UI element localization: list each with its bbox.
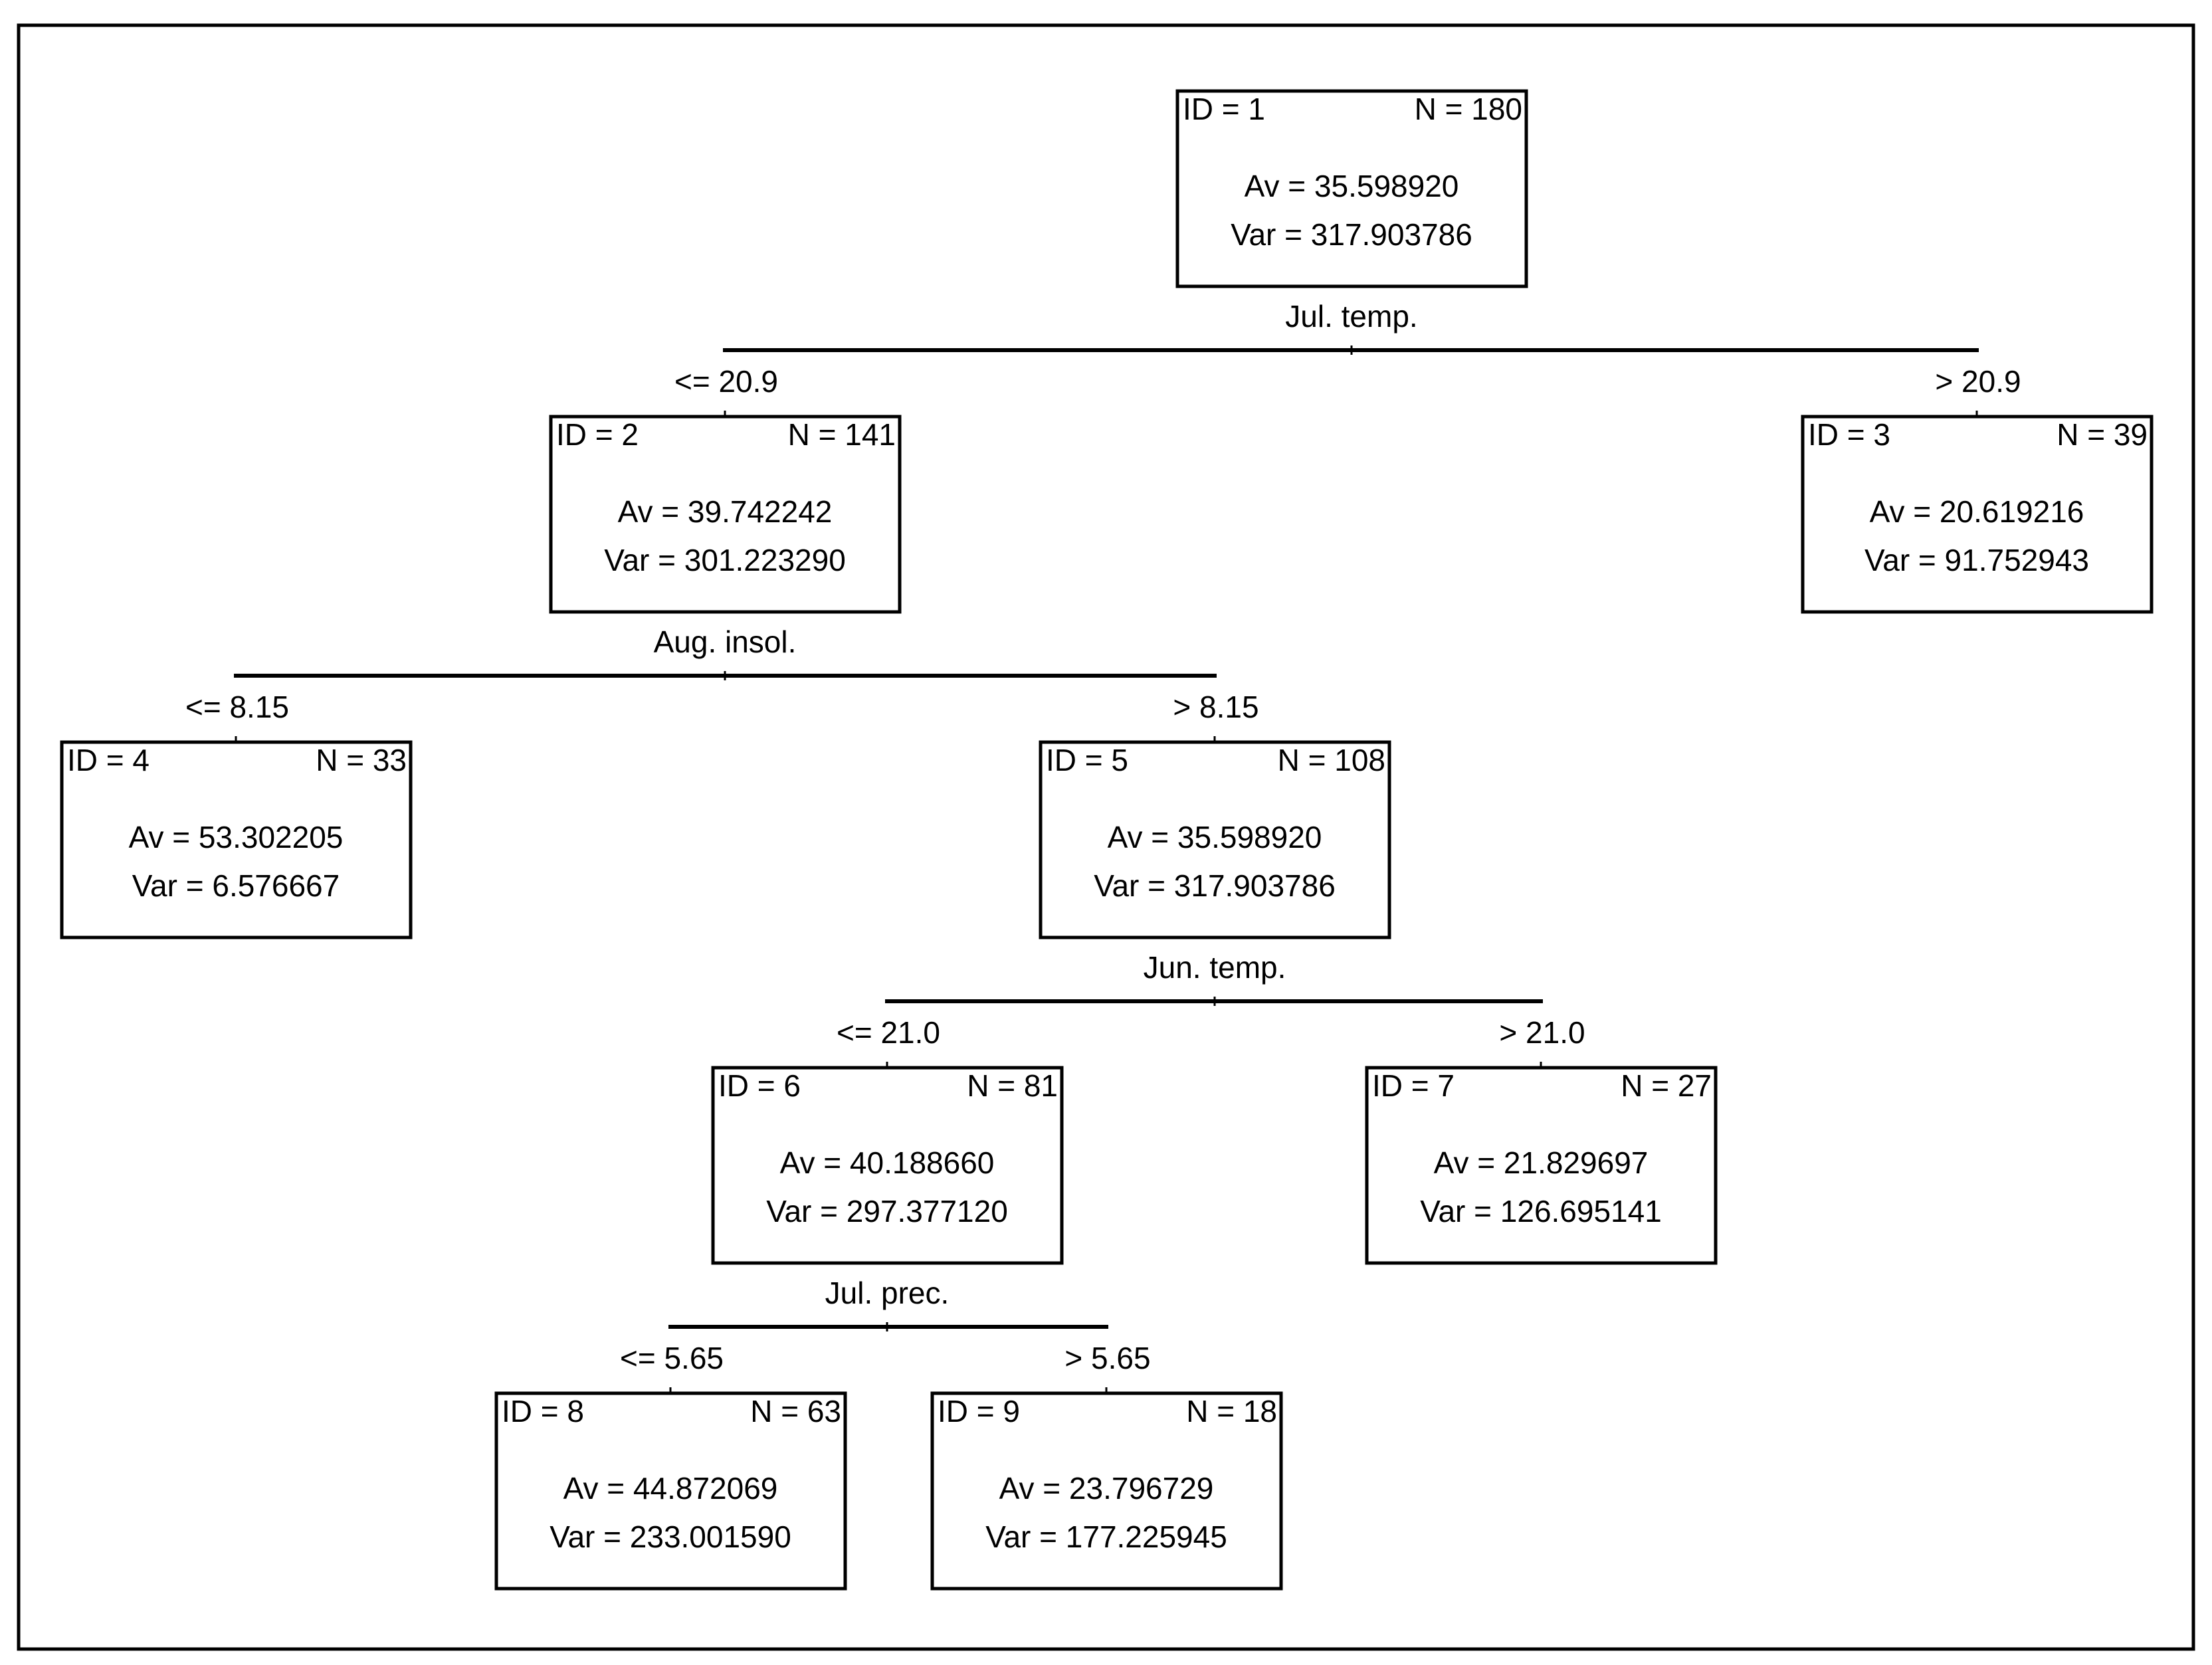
tree-node-2: ID = 2 N = 141 Av = 39.742242 Var = 301.… xyxy=(549,415,902,614)
node-box xyxy=(1175,89,1528,288)
node-box xyxy=(494,1391,847,1591)
node-count: N = 18 xyxy=(1186,1394,1277,1428)
node-id: ID = 6 xyxy=(718,1068,801,1103)
split-variable-label: Jun. temp. xyxy=(1144,950,1286,985)
node-average: Av = 44.872069 xyxy=(563,1471,778,1506)
node-id: ID = 9 xyxy=(938,1394,1020,1428)
node-box xyxy=(549,415,902,614)
tree-node-5: ID = 5 N = 108 Av = 35.598920 Var = 317.… xyxy=(1039,740,1391,939)
branch-condition-right: > 20.9 xyxy=(1935,364,2021,399)
node-box xyxy=(711,1066,1064,1265)
node-count: N = 39 xyxy=(2057,417,2148,452)
node-average: Av = 39.742242 xyxy=(618,494,833,529)
split-variable-label: Aug. insol. xyxy=(654,625,797,659)
node-average: Av = 53.302205 xyxy=(129,820,344,854)
node-variance: Var = 177.225945 xyxy=(985,1519,1227,1554)
node-box xyxy=(1039,740,1391,939)
node-variance: Var = 126.695141 xyxy=(1420,1194,1662,1228)
tree-node-1: ID = 1 N = 180 Av = 35.598920 Var = 317.… xyxy=(1175,89,1528,288)
node-count: N = 141 xyxy=(788,417,896,452)
branch-condition-left: <= 8.15 xyxy=(185,690,289,724)
tree-node-6: ID = 6 N = 81 Av = 40.188660 Var = 297.3… xyxy=(711,1066,1064,1265)
node-variance: Var = 91.752943 xyxy=(1864,543,2089,577)
node-variance: Var = 317.903786 xyxy=(1094,868,1336,903)
node-variance: Var = 317.903786 xyxy=(1231,217,1472,252)
branch-condition-left: <= 5.65 xyxy=(620,1341,724,1375)
branch-condition-left: <= 21.0 xyxy=(837,1015,940,1050)
node-count: N = 27 xyxy=(1621,1068,1712,1103)
node-id: ID = 1 xyxy=(1183,92,1265,126)
node-id: ID = 7 xyxy=(1372,1068,1455,1103)
node-variance: Var = 233.001590 xyxy=(550,1519,791,1554)
node-count: N = 81 xyxy=(967,1068,1058,1103)
diagram-frame xyxy=(17,23,2195,1651)
node-average: Av = 40.188660 xyxy=(780,1145,995,1180)
node-variance: Var = 6.576667 xyxy=(132,868,340,903)
node-count: N = 63 xyxy=(750,1394,841,1428)
node-id: ID = 4 xyxy=(67,743,150,777)
tree-node-7: ID = 7 N = 27 Av = 21.829697 Var = 126.6… xyxy=(1365,1066,1718,1265)
split-variable-label: Jul. prec. xyxy=(825,1276,950,1310)
branch-condition-right: > 8.15 xyxy=(1173,690,1258,724)
branch-condition-right: > 21.0 xyxy=(1499,1015,1585,1050)
branch-condition-right: > 5.65 xyxy=(1064,1341,1150,1375)
tree-node-8: ID = 8 N = 63 Av = 44.872069 Var = 233.0… xyxy=(494,1391,847,1591)
tree-node-4: ID = 4 N = 33 Av = 53.302205 Var = 6.576… xyxy=(60,740,413,939)
node-box xyxy=(930,1391,1283,1591)
node-count: N = 33 xyxy=(316,743,407,777)
node-box xyxy=(60,740,413,939)
node-count: N = 180 xyxy=(1415,92,1522,126)
node-box xyxy=(1801,415,2154,614)
node-id: ID = 2 xyxy=(556,417,639,452)
node-id: ID = 8 xyxy=(502,1394,584,1428)
node-average: Av = 35.598920 xyxy=(1245,169,1459,203)
node-average: Av = 35.598920 xyxy=(1108,820,1322,854)
node-average: Av = 20.619216 xyxy=(1870,494,2084,529)
node-id: ID = 3 xyxy=(1808,417,1890,452)
node-average: Av = 21.829697 xyxy=(1434,1145,1649,1180)
tree-node-9: ID = 9 N = 18 Av = 23.796729 Var = 177.2… xyxy=(930,1391,1283,1591)
node-variance: Var = 301.223290 xyxy=(604,543,846,577)
split-variable-label: Jul. temp. xyxy=(1285,299,1417,334)
node-average: Av = 23.796729 xyxy=(999,1471,1214,1506)
tree-node-3: ID = 3 N = 39 Av = 20.619216 Var = 91.75… xyxy=(1801,415,2154,614)
node-variance: Var = 297.377120 xyxy=(766,1194,1008,1228)
node-count: N = 108 xyxy=(1278,743,1385,777)
node-box xyxy=(1365,1066,1718,1265)
branch-condition-left: <= 20.9 xyxy=(674,364,778,399)
node-id: ID = 5 xyxy=(1046,743,1128,777)
